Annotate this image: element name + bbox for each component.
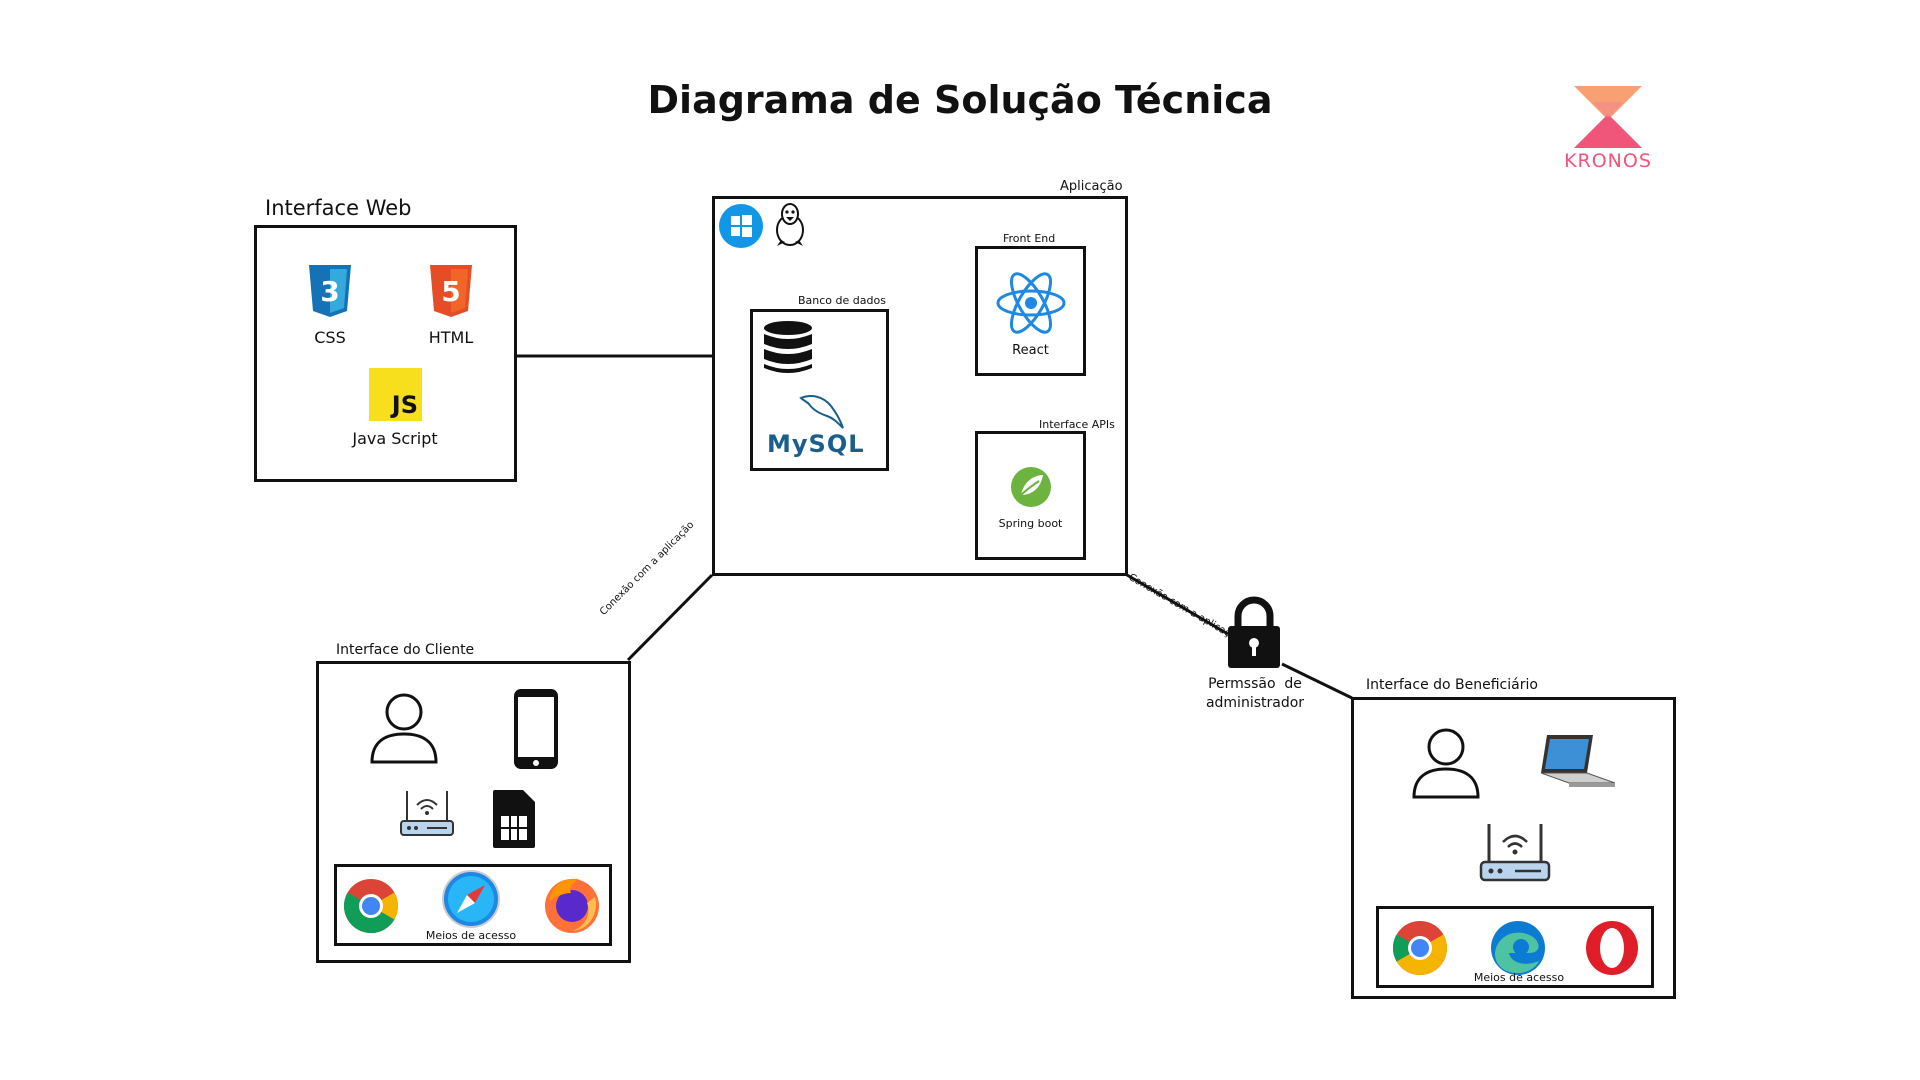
frontend-label: Front End (1003, 232, 1056, 245)
firefox-icon (545, 878, 599, 933)
admin-permission-label-line2: administrador (1205, 695, 1305, 711)
kronos-logo-icon (1574, 86, 1642, 148)
user-icon (1412, 728, 1480, 799)
javascript-icon: JS (369, 368, 422, 421)
wifi-router-icon (1479, 824, 1551, 882)
benef-interface-label: Interface do Beneficiário (1366, 677, 1538, 693)
sim-card-icon (493, 790, 535, 848)
benef-interface-box: Meios de acesso (1351, 697, 1676, 999)
smartphone-icon (514, 689, 558, 769)
app-box: Front End React Banco de dados MySQL Int… (712, 196, 1128, 576)
windows-icon (719, 204, 763, 248)
benef-access-box: Meios de acesso (1376, 906, 1654, 988)
chrome-icon (1392, 921, 1448, 976)
lock-to-benef-line (1281, 662, 1353, 700)
javascript-label: Java Script (352, 429, 438, 448)
app-to-client-line (626, 573, 714, 662)
wifi-router-icon (400, 791, 454, 836)
web-interface-box: 3 CSS 5 HTML JS Java Script (254, 225, 517, 482)
database-icon (764, 321, 812, 373)
react-box: React (975, 246, 1086, 376)
mysql-logo-text: MySQL (767, 430, 865, 458)
chrome-icon (343, 879, 399, 934)
database-label: Banco de dados (798, 294, 886, 307)
safari-icon (442, 870, 500, 928)
client-interface-box: Meios de acesso (316, 661, 631, 963)
client-access-label: Meios de acesso (425, 929, 517, 942)
mysql-dolphin-icon (799, 395, 844, 429)
opera-icon (1586, 921, 1638, 975)
client-interface-label: Interface do Cliente (336, 642, 475, 658)
lock-icon (1228, 596, 1280, 668)
admin-permission-label-line1: Permssão de (1208, 676, 1302, 692)
react-label: React (1012, 343, 1049, 358)
laptop-icon (1541, 735, 1616, 787)
edge-icon (1491, 921, 1545, 975)
api-interface-label: Interface APIs (1039, 418, 1115, 431)
app-label: Aplicação (1060, 179, 1123, 194)
kronos-logo: KRONOS (1556, 84, 1660, 174)
spring-label: Spring boot (998, 517, 1063, 530)
spring-icon (1011, 467, 1051, 507)
html5-icon: 5 (430, 265, 472, 317)
linux-tux-icon (776, 203, 804, 246)
css-label: CSS (314, 328, 346, 347)
web-interface-label: Interface Web (265, 196, 412, 220)
page-title: Diagrama de Solução Técnica (647, 78, 1273, 122)
benef-access-label: Meios de acesso (1473, 971, 1565, 984)
database-box: MySQL (750, 309, 889, 471)
kronos-logo-text: KRONOS (1564, 150, 1652, 172)
html-label: HTML (428, 328, 474, 347)
svg-text:5: 5 (441, 275, 460, 308)
react-icon (996, 272, 1066, 334)
javascript-badge-text: JS (391, 391, 418, 419)
user-icon (370, 693, 438, 764)
client-access-box: Meios de acesso (334, 864, 612, 946)
css3-icon: 3 (309, 265, 351, 317)
svg-text:3: 3 (320, 275, 339, 308)
app-to-lock-line (1126, 573, 1229, 636)
spring-box: Spring boot (975, 431, 1086, 560)
